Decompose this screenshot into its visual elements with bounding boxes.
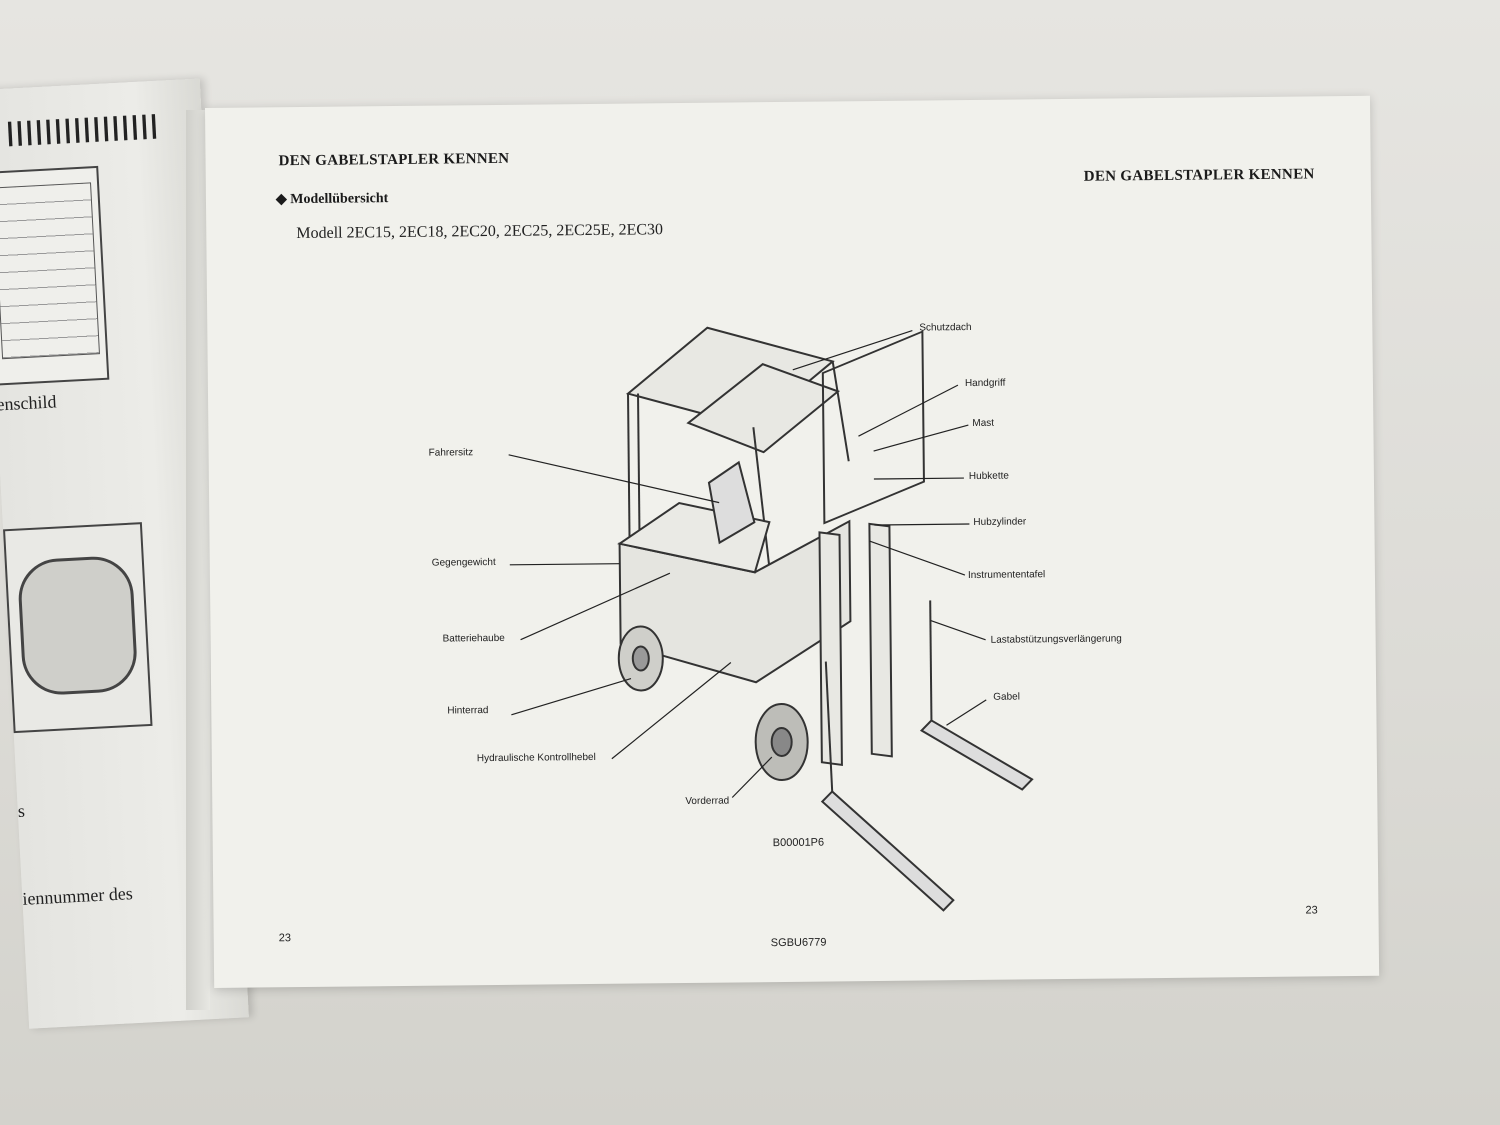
left-text-2: s: [17, 800, 26, 821]
forklift-diagram: [508, 326, 1034, 912]
label-instrumententafel: Instrumententafel: [967, 569, 1046, 582]
capacity-plate-illustration: [0, 165, 110, 386]
doc-code: SGBU6779: [770, 936, 827, 950]
page-number-left: 23: [278, 932, 292, 945]
label-hubkette: Hubkette: [968, 470, 1009, 483]
engine-illustration: [3, 522, 153, 734]
page-number-right: 23: [1305, 904, 1318, 917]
left-text-1: enschild: [0, 391, 57, 415]
label-batteriehaube: Batteriehaube: [442, 632, 505, 645]
label-vorderrad: Vorderrad: [685, 795, 730, 808]
label-lastabstuetzung: Lastabstützungsverlängerung: [990, 633, 1122, 646]
label-hubzylinder: Hubzylinder: [973, 516, 1027, 528]
label-hinterrad: Hinterrad: [447, 705, 489, 717]
label-gegengewicht: Gegengewicht: [431, 556, 496, 569]
barcode-decoration: ||||||||||||||||: [1, 110, 157, 149]
figure-code: B00001P6: [772, 836, 825, 850]
label-handgriff: Handgriff: [964, 377, 1006, 390]
label-fahrersitz: Fahrersitz: [428, 447, 474, 459]
label-mast: Mast: [972, 417, 995, 429]
label-schutzdach: Schutzdach: [919, 321, 972, 334]
label-gabel: Gabel: [993, 691, 1020, 703]
label-hydraulik: Hydraulische Kontrollhebel: [476, 751, 596, 765]
right-page: DEN GABELSTAPLER KENNEN DEN GABELSTAPLER…: [205, 95, 1380, 988]
left-text-3: iennummer des: [21, 883, 134, 909]
